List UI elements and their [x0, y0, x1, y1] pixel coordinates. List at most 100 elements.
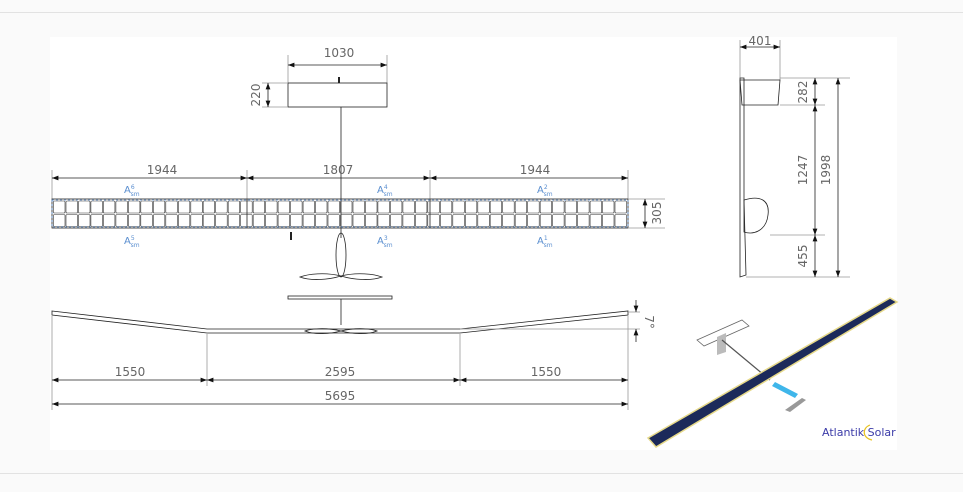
solar-cell — [327, 214, 340, 227]
side-view — [739, 40, 850, 278]
solar-cell — [265, 200, 278, 214]
solar-cell — [365, 214, 378, 227]
solar-cell — [564, 214, 577, 227]
solar-cell — [415, 200, 428, 214]
solar-cell — [165, 200, 178, 214]
solar-cell — [53, 214, 66, 227]
solar-cell — [78, 200, 91, 214]
solar-cell — [390, 200, 403, 214]
solar-cell — [178, 200, 191, 214]
drawing-sheet — [50, 37, 897, 450]
logo-text: Atlantik Solar — [822, 426, 896, 439]
solar-cell — [352, 200, 365, 214]
solar-cell — [202, 200, 215, 214]
solar-cell — [377, 200, 390, 214]
solar-cell — [589, 200, 602, 214]
solar-cell — [65, 200, 78, 214]
solar-cell — [477, 200, 490, 214]
solar-cell — [415, 214, 428, 227]
solar-cell — [240, 200, 253, 214]
solar-cell — [315, 214, 328, 227]
solar-cell — [502, 214, 515, 227]
solar-cell — [439, 200, 453, 214]
solar-cell — [178, 214, 191, 227]
tail-chord-label: 220 — [249, 84, 263, 107]
tail-span-label: 1030 — [324, 46, 355, 60]
solar-cell — [577, 214, 590, 227]
solar-cell — [302, 214, 315, 227]
solar-cell — [78, 214, 91, 227]
solar-cell — [265, 214, 278, 227]
segment-label: 1550 — [531, 365, 562, 379]
solar-cell — [527, 200, 540, 214]
solar-cell — [227, 214, 240, 227]
top-view — [51, 55, 665, 280]
side-fuselage — [739, 77, 747, 278]
solar-cell — [252, 200, 265, 214]
solar-cell — [90, 200, 103, 214]
total-span-label: 5695 — [325, 389, 356, 403]
solar-cell — [277, 200, 290, 214]
solar-cell — [527, 214, 540, 227]
solar-cell — [340, 200, 353, 214]
solar-cell — [115, 200, 128, 214]
height-label: 455 — [796, 245, 810, 268]
solar-cell — [377, 214, 390, 227]
solar-cell — [277, 214, 290, 227]
solar-cell — [53, 200, 66, 214]
wing-chord-label: 305 — [650, 202, 664, 225]
solar-cell — [240, 214, 253, 227]
solar-cell — [427, 214, 440, 227]
solar-cell — [614, 214, 627, 227]
nacelle — [335, 232, 347, 278]
solar-cell — [190, 214, 203, 227]
solar-cell — [153, 200, 166, 214]
solar-cell — [514, 200, 528, 214]
solar-cell — [215, 200, 228, 214]
solar-cell — [602, 200, 615, 214]
solar-cell — [390, 214, 403, 227]
tail-width-label: 401 — [749, 34, 772, 48]
solar-cell — [252, 214, 265, 227]
solar-cell — [227, 200, 240, 214]
height-label: 282 — [796, 81, 810, 104]
wing-segment-label: 1807 — [323, 163, 354, 177]
solar-cell — [103, 214, 116, 227]
solar-cell — [128, 214, 141, 227]
solar-cell — [202, 214, 215, 227]
solar-cell — [464, 214, 478, 227]
solar-cell — [352, 214, 365, 227]
bottom-divider — [0, 473, 963, 474]
front-view — [51, 295, 640, 410]
top-divider — [0, 12, 963, 13]
total-length-label: 1998 — [819, 155, 833, 186]
wing-segment-label: 1944 — [520, 163, 551, 177]
solar-cell — [190, 200, 203, 214]
segment-label: 2595 — [325, 365, 356, 379]
solar-cell — [539, 200, 553, 214]
solar-cell — [128, 200, 141, 214]
segment-label: 1550 — [115, 365, 146, 379]
solar-cell — [365, 200, 378, 214]
solar-cell — [514, 214, 528, 227]
solar-cell — [115, 214, 128, 227]
solar-cell — [552, 214, 565, 227]
front-wing — [51, 310, 629, 334]
solar-cell — [439, 214, 453, 227]
solar-cell — [489, 200, 503, 214]
solar-cell — [564, 200, 577, 214]
dihedral-label: 7° — [642, 315, 656, 329]
solar-cell — [502, 200, 515, 214]
height-label: 1247 — [796, 155, 810, 186]
solar-cell — [589, 214, 602, 227]
front-tail — [287, 295, 393, 300]
solar-cell — [65, 214, 78, 227]
solar-cell — [614, 200, 627, 214]
